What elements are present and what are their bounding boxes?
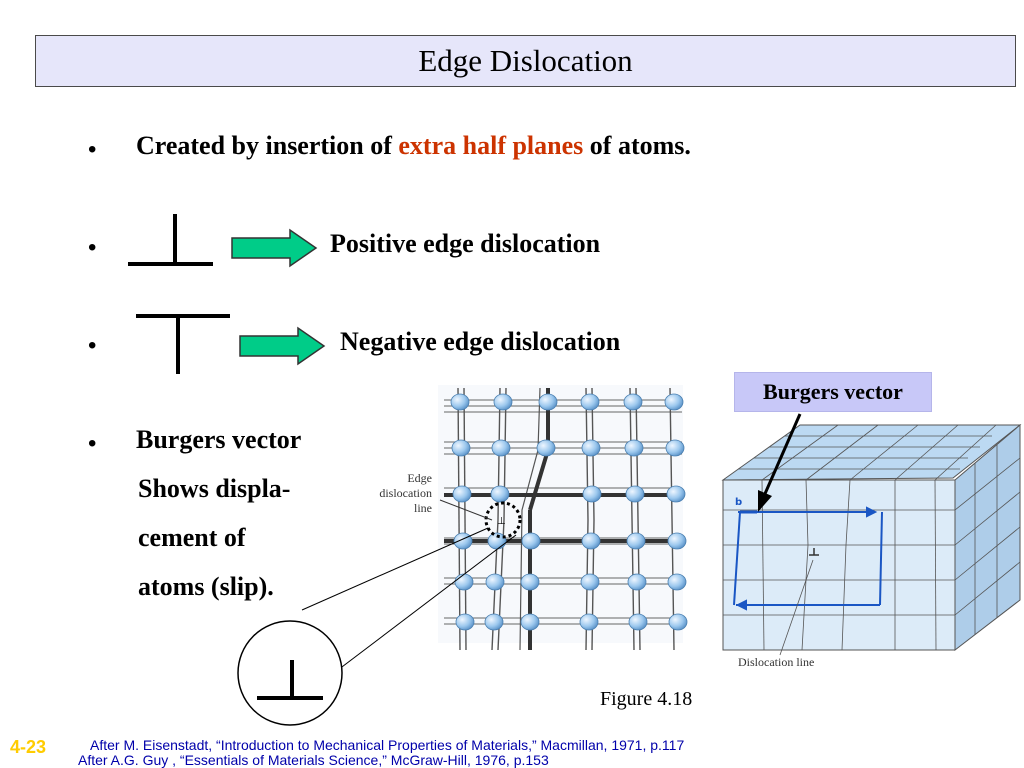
b-label: b (735, 497, 742, 508)
bullet-created-by-insertion: Created by insertion of extra half plane… (136, 131, 691, 161)
svg-text:⊥: ⊥ (497, 516, 506, 527)
slide-title: Edge Dislocation (418, 43, 633, 78)
burgers-vector-line-3: cement of (138, 523, 246, 552)
slide-number: 4-23 (10, 737, 47, 757)
edge-label-line-3: line (414, 501, 432, 515)
burgers-vector-line-4: atoms (slip). (138, 572, 274, 601)
edge-label-line-1: Edge (407, 471, 432, 485)
bullet-marker: • (88, 234, 97, 261)
title-bar: Edge Dislocation (35, 35, 1016, 87)
bullet-text-post: of atoms. (583, 131, 691, 160)
burgers-vector-line-1: Burgers vector (136, 425, 302, 454)
atomic-lattice: ⊥ (438, 385, 688, 651)
bullet-marker: • (88, 136, 97, 163)
reference-2: After A.G. Guy , “Essentials of Material… (78, 752, 549, 768)
dislocation-marker-circle (484, 501, 522, 539)
bullet-marker: • (88, 332, 97, 359)
magnified-dislocation (237, 527, 517, 726)
positive-edge-label: Positive edge dislocation (330, 229, 601, 258)
bullet-marker: • (88, 430, 97, 457)
highlight-extra-half-planes: extra half planes (398, 131, 584, 160)
negative-edge-label: Negative edge dislocation (340, 327, 621, 356)
figure-caption: Figure 4.18 (600, 688, 693, 710)
positive-edge-symbol (128, 214, 213, 266)
right-arrow-icon (231, 228, 318, 268)
reference-1: After M. Eisenstadt, “Introduction to Me… (90, 737, 685, 753)
burgers-vector-line-2: Shows displa- (138, 474, 291, 503)
edge-label-line-2: dislocation (379, 486, 432, 500)
bullet-text-pre: Created by insertion of (136, 131, 399, 160)
crystal-block: b Dislocation line (721, 413, 1022, 669)
dislocation-line-label: Dislocation line (738, 655, 814, 669)
burgers-vector-label: Burgers vector (734, 372, 932, 412)
negative-edge-symbol (136, 314, 230, 374)
right-arrow-icon (239, 326, 326, 366)
